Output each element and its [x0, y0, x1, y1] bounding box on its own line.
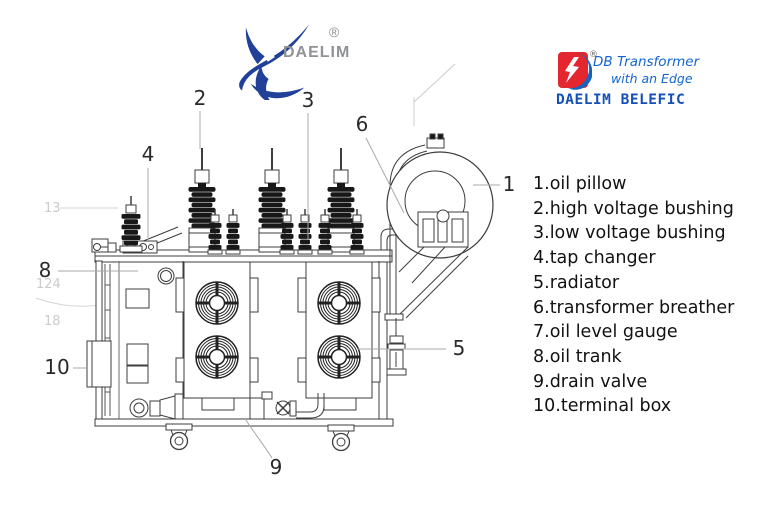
daelim-registered-mark: ®: [329, 24, 340, 40]
legend-item-high-voltage-bushing: 2.high voltage bushing: [533, 198, 734, 219]
parts-legend: 1.oil pillow 2.high voltage bushing 3.lo…: [533, 172, 763, 419]
db-registered-mark: ®: [589, 50, 598, 60]
daelim-wordmark: DAELIM: [283, 44, 351, 61]
legend-item-oil-level-gauge: 7.oil level gauge: [533, 322, 678, 343]
db-tagline-line1: DB Transformer: [593, 54, 700, 70]
watermark-13: 13: [44, 201, 61, 216]
legend-item-radiator: 5.radiator: [533, 272, 620, 293]
callout-leaders: [58, 111, 500, 459]
legend-item-transformer-breather: 6.transformer breather: [533, 297, 735, 318]
legend-item-drain-valve: 9.drain valve: [533, 371, 648, 392]
transformer-breather: [386, 318, 407, 376]
wheels: [165, 423, 355, 452]
legend-item-tap-changer: 4.tap changer: [533, 248, 656, 269]
callout-6: 6: [356, 112, 369, 136]
callout-5: 5: [453, 336, 466, 360]
callout-8: 8: [39, 258, 52, 282]
callout-9: 9: [270, 455, 283, 479]
callout-2: 2: [194, 86, 207, 110]
legend-item-oil-trank: 8.oil trank: [533, 346, 622, 367]
callout-10: 10: [44, 355, 69, 379]
radiator-right: [297, 261, 381, 411]
oil-level-gauge: [417, 209, 469, 248]
db-transformer-logo: ® DB Transformer with an Edge DAELIM BEL…: [556, 50, 726, 114]
db-bolt-icon: [558, 52, 592, 90]
callout-1: 1: [503, 172, 516, 196]
watermark-18: 18: [44, 314, 61, 329]
db-company-name: DAELIM BELEFIC: [556, 92, 686, 108]
terminal-box: [86, 340, 112, 388]
legend-item-oil-pillow: 1.oil pillow: [533, 174, 627, 194]
daelim-logo: DAELIM ®: [233, 18, 363, 100]
legend-item-terminal-box: 10.terminal box: [533, 396, 672, 417]
callout-4: 4: [142, 142, 155, 166]
legend-item-low-voltage-bushing: 3.low voltage bushing: [533, 223, 726, 244]
daelim-swoosh-icon: [239, 24, 310, 100]
callout-numbers: 1 2 3 4 5 6 8 9 10: [39, 86, 516, 479]
drain-valve: [129, 391, 325, 420]
db-tagline-line2: with an Edge: [611, 71, 693, 86]
watermark-124: 124: [36, 277, 61, 292]
callout-3: 3: [302, 88, 315, 112]
support-truss: [384, 246, 469, 321]
watermark-numbers: 13 124 18: [36, 201, 61, 329]
radiator-left: [175, 261, 259, 411]
